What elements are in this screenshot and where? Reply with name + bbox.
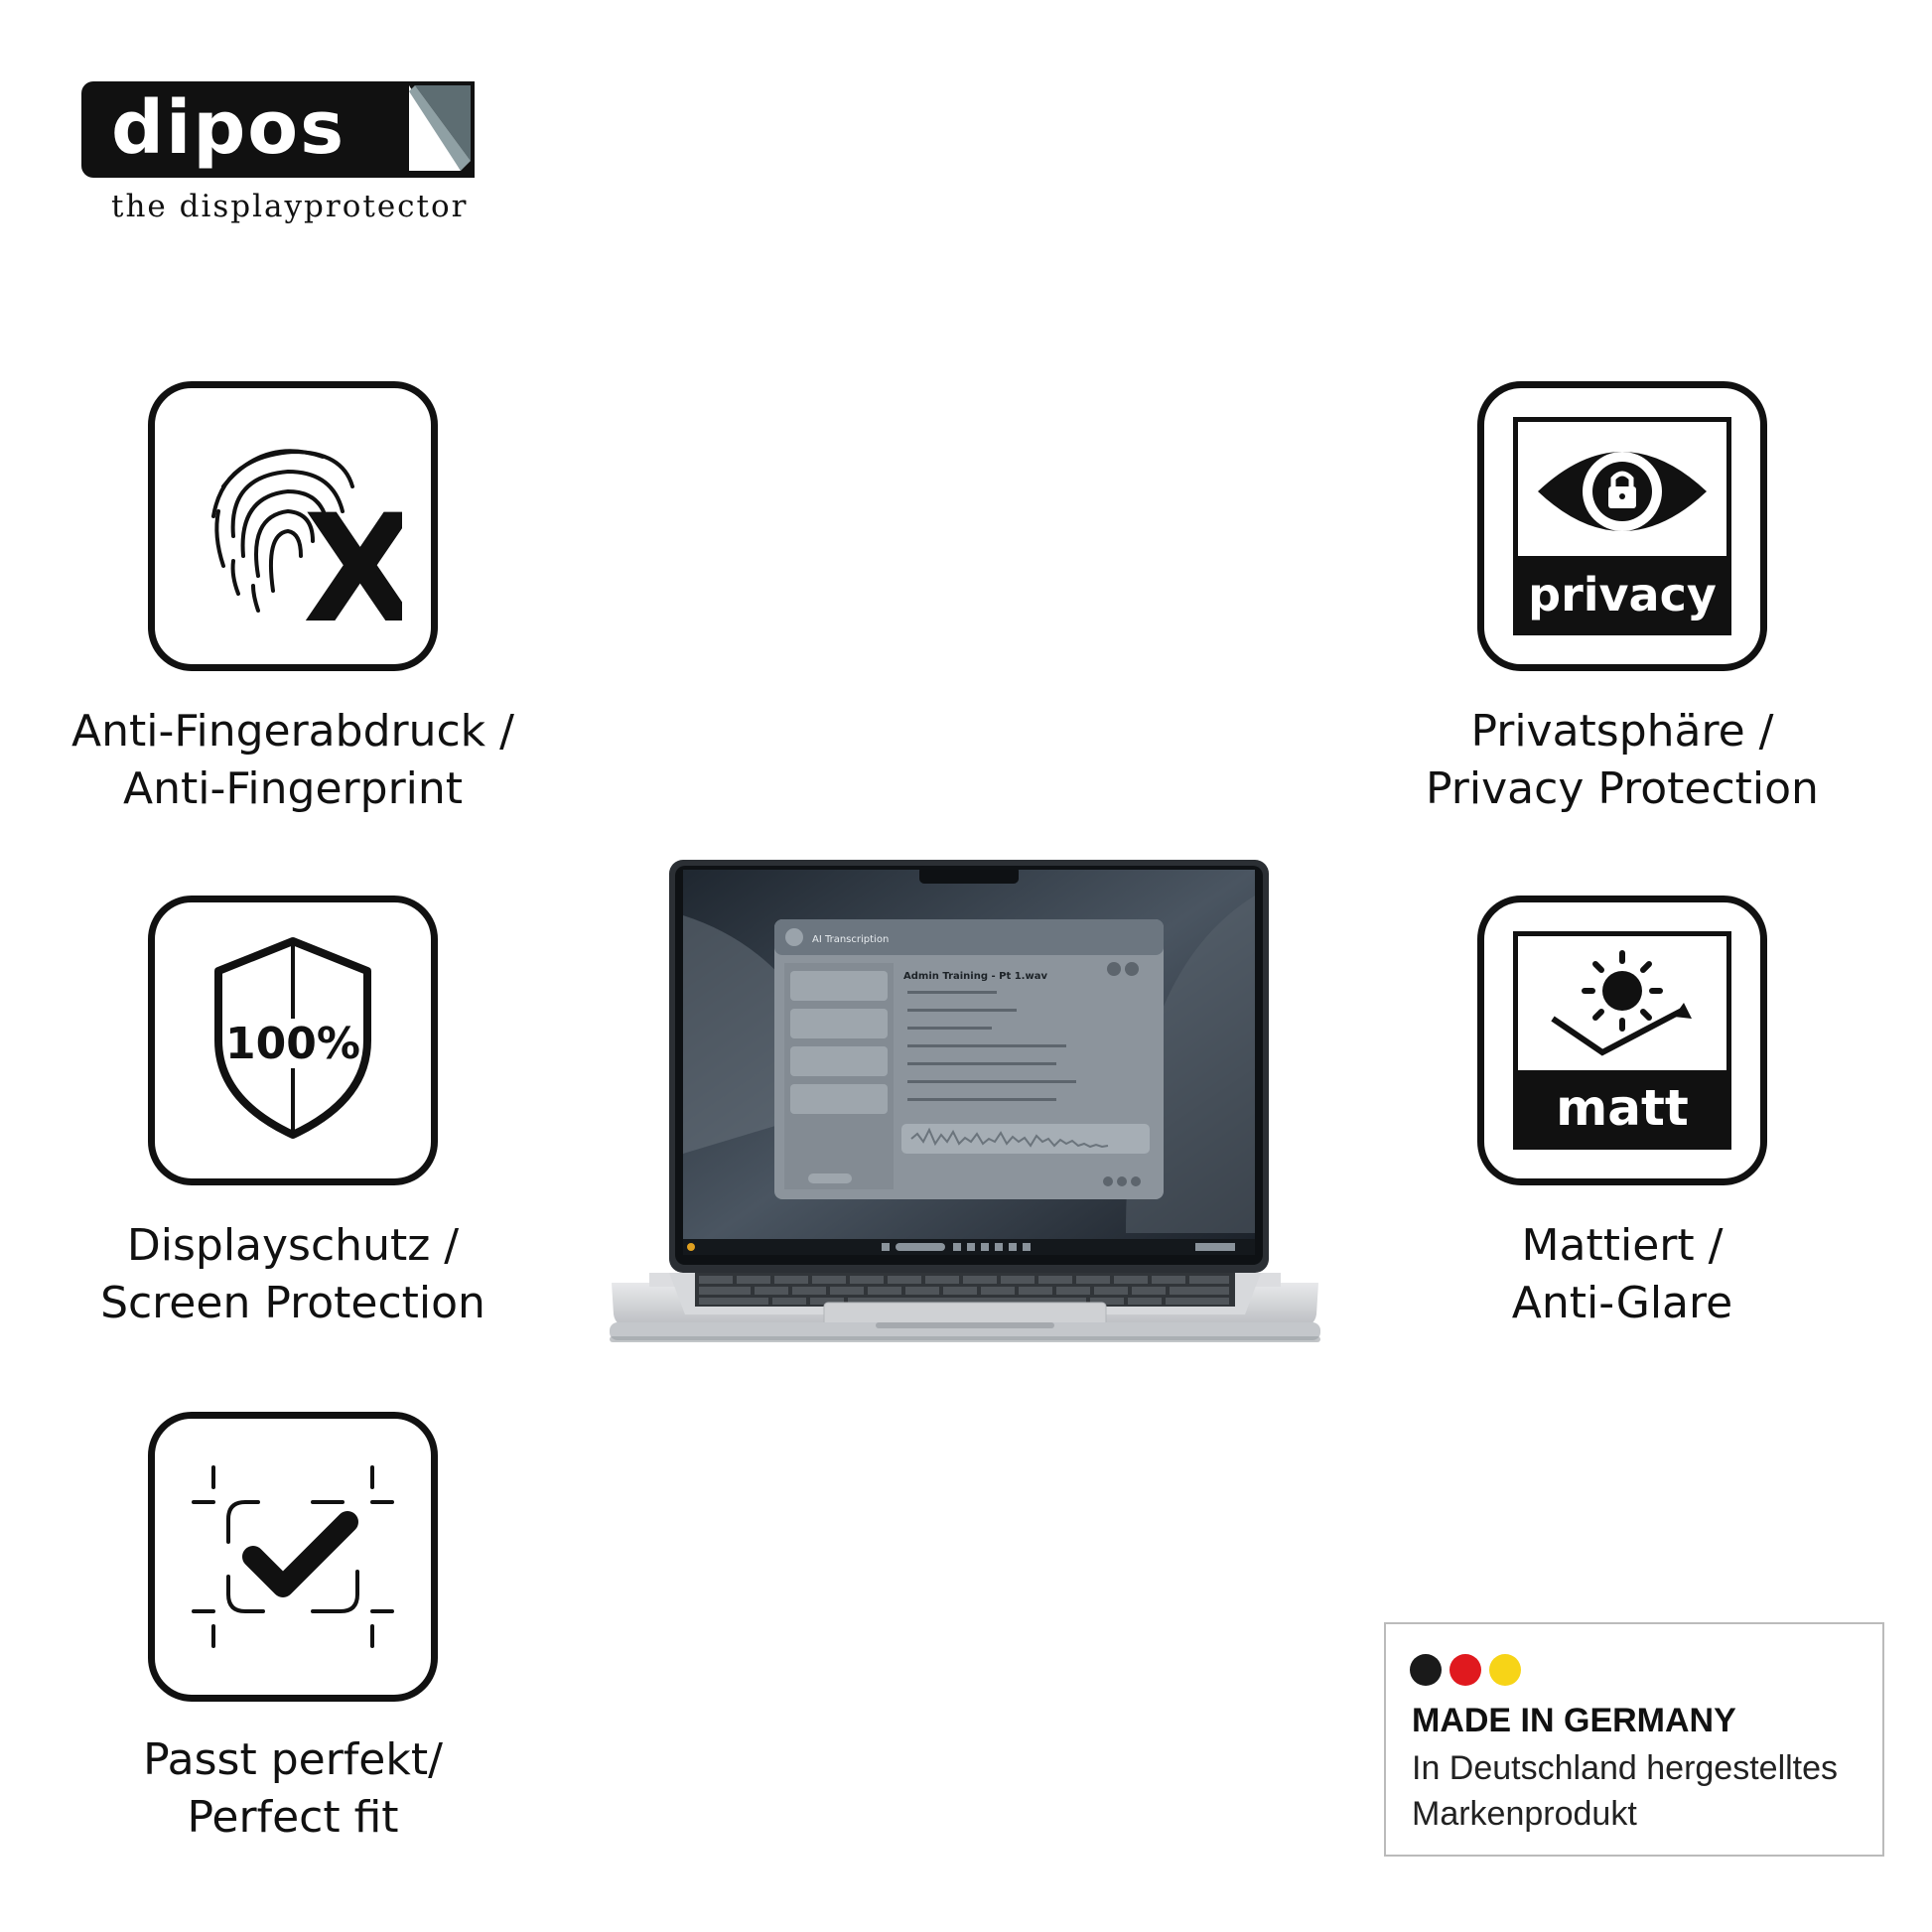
caption-line: Anti-Fingerabdruck /: [71, 706, 514, 757]
screen-protection-tile: 100%: [148, 896, 438, 1185]
svg-text:privacy: privacy: [1528, 568, 1717, 621]
caption-line: Perfect fit: [187, 1792, 399, 1843]
laptop-image: AI Transcription Admin Training - Pt 1.w…: [610, 856, 1320, 1372]
black-dot-icon: [1410, 1654, 1442, 1686]
logo-wordmark: dipos: [111, 85, 346, 171]
privacy-tile: privacy: [1477, 381, 1767, 671]
screen-protection-caption: Displayschutz / Screen Protection: [35, 1217, 551, 1332]
laptop-illustration: AI Transcription Admin Training - Pt 1.w…: [610, 860, 1320, 1342]
logo-tagline: the displayprotector: [111, 189, 469, 224]
caption-line: Privacy Protection: [1426, 763, 1819, 814]
perfect-fit-tile: [148, 1412, 438, 1702]
caption-line: Displayschutz /: [126, 1220, 460, 1271]
peel-corner-icon: [405, 81, 475, 178]
caption-line: Mattiert /: [1521, 1220, 1724, 1271]
caption-line: Anti-Fingerprint: [122, 763, 464, 814]
matt-caption: Mattiert / Anti-Glare: [1364, 1217, 1880, 1332]
privacy-caption: Privatsphäre / Privacy Protection: [1364, 703, 1880, 818]
made-in-germany-line1: In Deutschland hergestelltes: [1412, 1749, 1839, 1787]
made-in-germany-text: In Deutschland hergestelltes Markenprodu…: [1412, 1745, 1838, 1837]
eye-lock-icon: privacy: [1513, 417, 1731, 635]
shield-100-icon: 100%: [214, 937, 371, 1139]
gold-dot-icon: [1489, 1654, 1521, 1686]
svg-text:X: X: [303, 483, 402, 635]
laptop-app-title: AI Transcription: [812, 934, 889, 945]
fingerprint-x-icon: X: [211, 449, 402, 635]
made-in-germany-line2: Markenprodukt: [1412, 1795, 1637, 1833]
caption-line: Anti-Glare: [1511, 1278, 1733, 1328]
red-dot-icon: [1449, 1654, 1481, 1686]
german-flag-dots: [1410, 1654, 1521, 1686]
made-in-germany-badge: MADE IN GERMANY In Deutschland hergestel…: [1384, 1622, 1884, 1857]
anti-fingerprint-caption: Anti-Fingerabdruck / Anti-Fingerprint: [35, 703, 551, 818]
anti-fingerprint-tile: X: [148, 381, 438, 671]
sun-deflect-icon: matt: [1513, 931, 1731, 1150]
svg-text:matt: matt: [1556, 1079, 1689, 1137]
svg-text:100%: 100%: [225, 1019, 360, 1069]
brand-logo: dipos the displayprotector: [81, 81, 479, 230]
caption-line: Passt perfekt/: [143, 1734, 443, 1785]
checkmark-frame-icon: [192, 1465, 394, 1648]
caption-line: Screen Protection: [100, 1278, 485, 1328]
perfect-fit-caption: Passt perfekt/ Perfect fit: [35, 1731, 551, 1847]
made-in-germany-title: MADE IN GERMANY: [1412, 1702, 1736, 1739]
matt-tile: matt: [1477, 896, 1767, 1185]
caption-line: Privatsphäre /: [1470, 706, 1774, 757]
laptop-doc-title: Admin Training - Pt 1.wav: [903, 971, 1047, 982]
